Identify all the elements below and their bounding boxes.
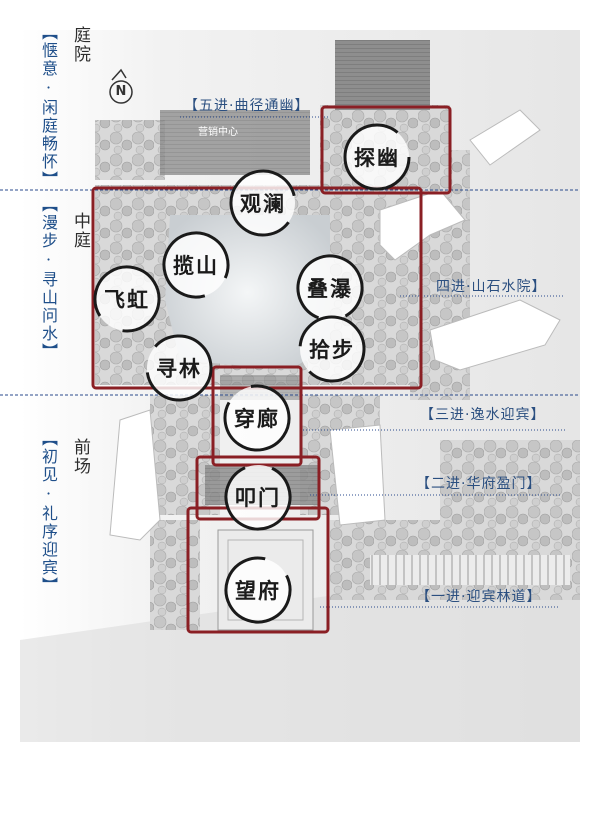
frame-stage-5 (320, 105, 452, 195)
stage-label-4: 四进·山石水院】 (436, 279, 547, 295)
stage-label-5: 【五进·曲径通幽】 (184, 98, 310, 114)
node-label-shibu: 拾步 (309, 337, 355, 362)
zone-slogan-front: 【初见·礼序迎宾】 (39, 430, 58, 595)
node-ink-circle (224, 463, 292, 531)
zone-slogan-middle: 【漫步·寻山问水】 (39, 196, 58, 361)
zone-title-front: 前场 (70, 438, 90, 476)
node-label-feihong: 飞虹 (104, 287, 150, 312)
plan-center-label: 营销中心 (198, 127, 238, 138)
stage-label-2: 【二进·华府盈门】 (416, 476, 542, 492)
stage-leader-lines (180, 116, 565, 608)
node-ink-circle (145, 334, 213, 402)
node-circles (93, 123, 411, 624)
stage-label-1: 【一进·迎宾林道】 (416, 589, 542, 605)
zone-title-top: 庭院 (70, 26, 90, 64)
node-ink-circle (343, 123, 411, 191)
north-compass-icon (109, 68, 133, 104)
node-label-diepu: 叠瀑 (307, 276, 353, 301)
node-label-chuanlang: 穿廊 (234, 406, 280, 431)
zone-slogan-top: 【惬意·闲庭畅怀】 (39, 24, 58, 189)
zone-title-middle: 中庭 (70, 212, 90, 250)
node-ink-circle (296, 254, 364, 322)
node-ink-circle (298, 315, 366, 383)
stage-label-3: 【三进·逸水迎宾】 (420, 407, 546, 423)
node-ink-circle (224, 556, 292, 624)
node-label-lanshan: 揽山 (173, 253, 219, 278)
node-ink-circle (93, 265, 161, 333)
node-ink-circle (162, 231, 230, 299)
node-label-koumen: 叩门 (235, 485, 281, 510)
node-label-xunlin: 寻林 (156, 356, 202, 381)
node-ink-circle (229, 169, 297, 237)
node-label-guanlan: 观澜 (240, 191, 286, 216)
node-label-wangfu: 望府 (235, 578, 281, 603)
north-compass-letter: N (115, 84, 127, 99)
frame-stage-3 (211, 365, 303, 467)
node-label-tanyou: 探幽 (354, 145, 400, 170)
plan-lower-wash (20, 560, 580, 742)
node-ink-circle (223, 384, 291, 452)
